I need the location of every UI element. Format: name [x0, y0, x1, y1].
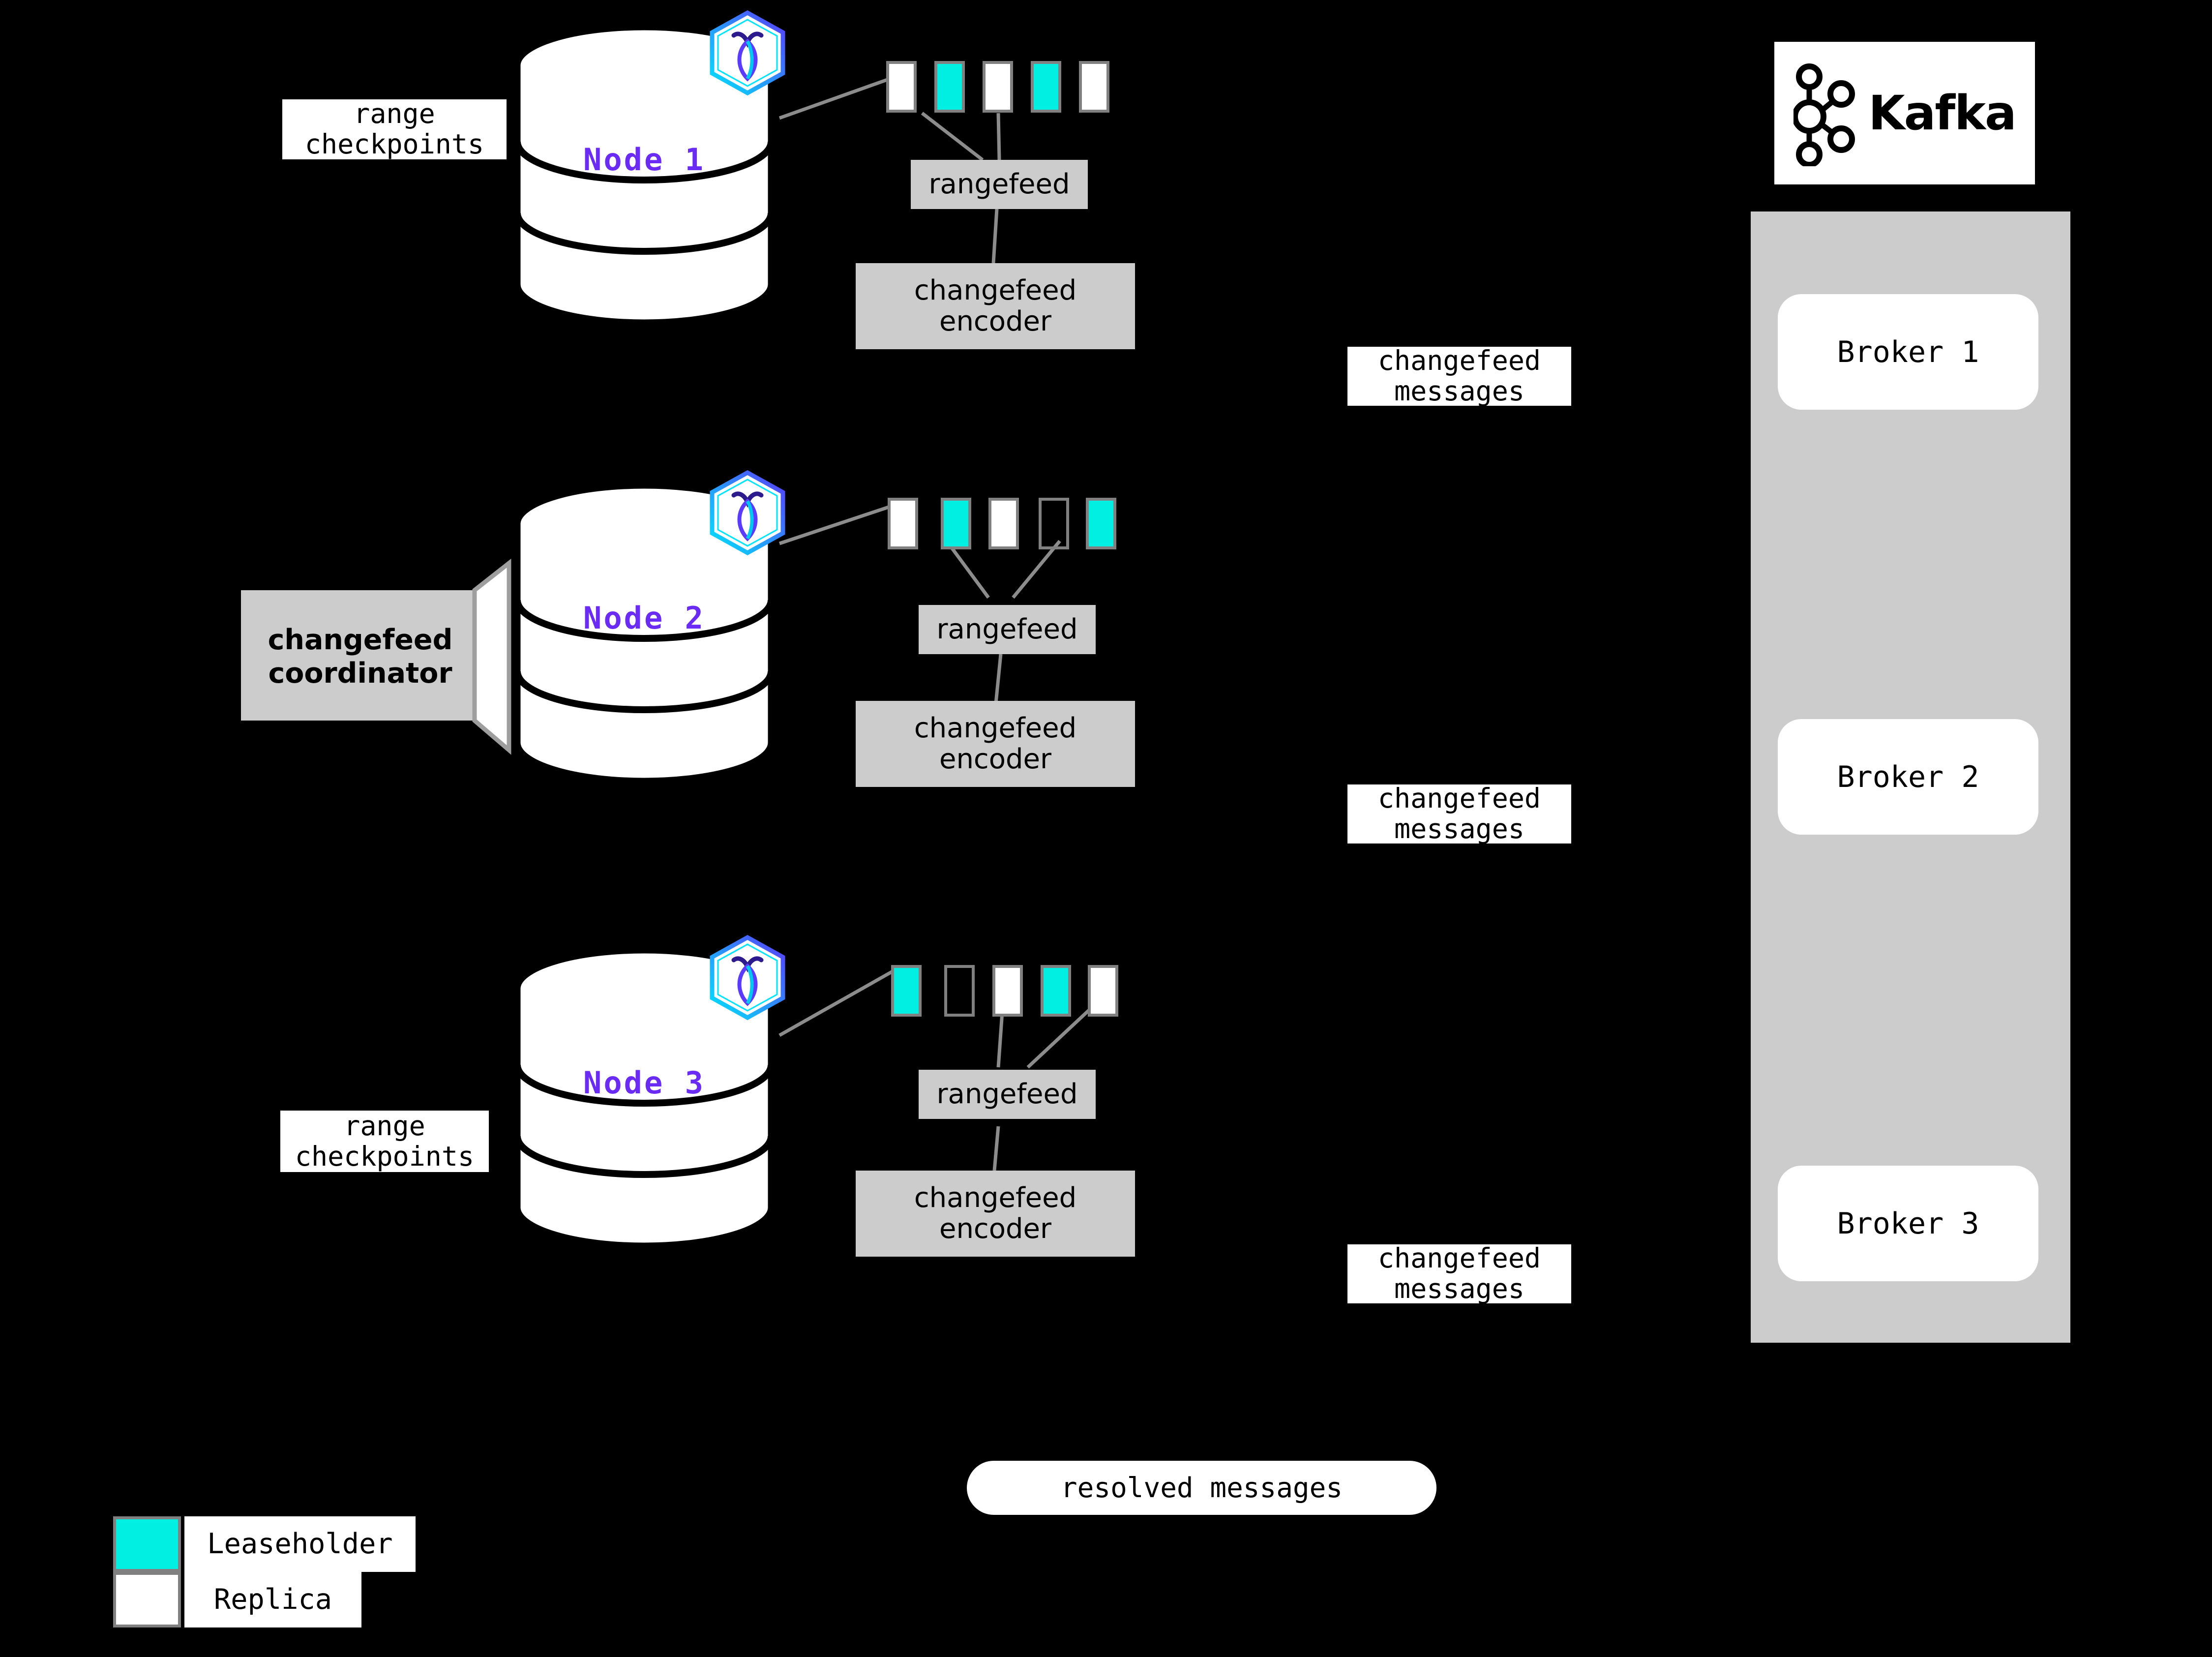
changefeed-encoder-line-2: encoder — [939, 305, 1052, 337]
changefeed-messages-line-1: changefeed — [1377, 1244, 1541, 1274]
range-node-2-5[interactable] — [1086, 498, 1116, 549]
rangefeed-box-node-3[interactable]: rangefeed — [919, 1070, 1096, 1119]
changefeed-messages-label-node-3: changefeed messages — [1347, 1244, 1571, 1303]
kafka-wordmark: Kafka — [1868, 86, 2017, 141]
range-node-1-4[interactable] — [1031, 61, 1061, 113]
resolved-messages-label: resolved messages — [1060, 1472, 1343, 1504]
changefeed-coordinator-label: changefeed coordinator — [246, 607, 475, 706]
changefeed-messages-line-1: changefeed — [1377, 347, 1541, 377]
legend-leaseholder-text: Leaseholder — [207, 1527, 393, 1560]
range-node-3-3[interactable] — [992, 965, 1023, 1017]
legend-replica-label: Replica — [184, 1572, 361, 1627]
kafka-broker-3[interactable]: Broker 3 — [1778, 1166, 2038, 1281]
changefeed-messages-line-2: messages — [1394, 375, 1524, 406]
node-2-label: Node 2 — [583, 600, 705, 636]
rangefeed-label: rangefeed — [928, 168, 1070, 200]
range-checkpoints-line-1: range — [344, 1111, 425, 1142]
rangefeed-box-node-1[interactable]: rangefeed — [911, 160, 1088, 209]
changefeed-encoder-line-1: changefeed — [914, 712, 1077, 744]
kafka-broker-2-label: Broker 2 — [1837, 759, 1979, 794]
changefeed-encoder-line-1: changefeed — [914, 1181, 1077, 1214]
kafka-broker-2[interactable]: Broker 2 — [1778, 719, 2038, 835]
range-node-1-3[interactable] — [983, 61, 1013, 113]
rangefeed-label: rangefeed — [936, 613, 1078, 645]
legend-leaseholder-swatch — [113, 1516, 181, 1572]
changefeed-messages-label-node-2: changefeed messages — [1347, 784, 1571, 844]
range-checkpoints-label-node-3: range checkpoints — [280, 1111, 489, 1172]
range-node-3-1[interactable] — [891, 965, 922, 1017]
kafka-broker-1[interactable]: Broker 1 — [1778, 294, 2038, 410]
range-node-1-2[interactable] — [934, 61, 965, 113]
changefeed-encoder-line-1: changefeed — [914, 274, 1077, 306]
kafka-logo-icon — [1792, 60, 1857, 168]
range-node-2-3[interactable] — [988, 498, 1019, 549]
node-3-label: Node 3 — [583, 1065, 705, 1101]
kafka-broker-3-label: Broker 3 — [1837, 1206, 1979, 1241]
legend-leaseholder-label: Leaseholder — [184, 1516, 416, 1572]
changefeed-messages-label-node-1: changefeed messages — [1347, 347, 1571, 406]
range-node-2-1[interactable] — [888, 498, 918, 549]
range-checkpoints-line-2: checkpoints — [295, 1140, 475, 1172]
rangefeed-box-node-2[interactable]: rangefeed — [919, 605, 1096, 654]
range-node-1-5[interactable] — [1079, 61, 1109, 113]
changefeed-encoder-box-node-3[interactable]: changefeed encoder — [856, 1171, 1135, 1257]
node-3-cylinder[interactable]: Node 3 — [514, 947, 775, 1252]
rangefeed-label: rangefeed — [936, 1078, 1078, 1110]
changefeed-encoder-line-2: encoder — [939, 1212, 1052, 1245]
legend-replica-text: Replica — [213, 1583, 332, 1616]
range-node-3-4[interactable] — [1041, 965, 1071, 1017]
changefeed-messages-line-2: messages — [1394, 813, 1524, 844]
range-node-2-4[interactable] — [1039, 498, 1069, 549]
changefeed-messages-line-2: messages — [1394, 1273, 1524, 1303]
cockroachdb-hex-icon-node-2 — [708, 470, 787, 556]
range-node-3-2[interactable] — [944, 965, 975, 1017]
changefeed-encoder-line-2: encoder — [939, 743, 1052, 775]
node-2-cylinder[interactable]: Node 2 — [514, 482, 775, 787]
kafka-broker-1-label: Broker 1 — [1837, 334, 1979, 369]
changefeed-encoder-box-node-1[interactable]: changefeed encoder — [856, 263, 1135, 349]
kafka-logo-box: Kafka — [1774, 42, 2035, 184]
changefeed-coordinator-line-2: coordinator — [268, 657, 452, 690]
range-checkpoints-label-node-1: range checkpoints — [282, 99, 507, 159]
changefeed-encoder-box-node-2[interactable]: changefeed encoder — [856, 701, 1135, 787]
cockroachdb-hex-icon-node-3 — [708, 934, 787, 1021]
range-node-1-1[interactable] — [886, 61, 917, 113]
resolved-messages-pill: resolved messages — [967, 1461, 1436, 1515]
range-node-3-5[interactable] — [1088, 965, 1118, 1017]
node-1-label: Node 1 — [583, 142, 705, 178]
cockroachdb-hex-icon-node-1 — [708, 10, 787, 96]
changefeed-coordinator-line-1: changefeed — [268, 623, 453, 656]
range-checkpoints-line-2: checkpoints — [304, 128, 484, 159]
node-1-cylinder[interactable]: Node 1 — [514, 24, 775, 329]
range-node-2-2[interactable] — [941, 498, 971, 549]
legend-replica-swatch — [113, 1572, 181, 1627]
range-checkpoints-line-1: range — [354, 99, 435, 130]
changefeed-coordinator-pointer — [241, 558, 516, 755]
changefeed-messages-line-1: changefeed — [1377, 784, 1541, 814]
